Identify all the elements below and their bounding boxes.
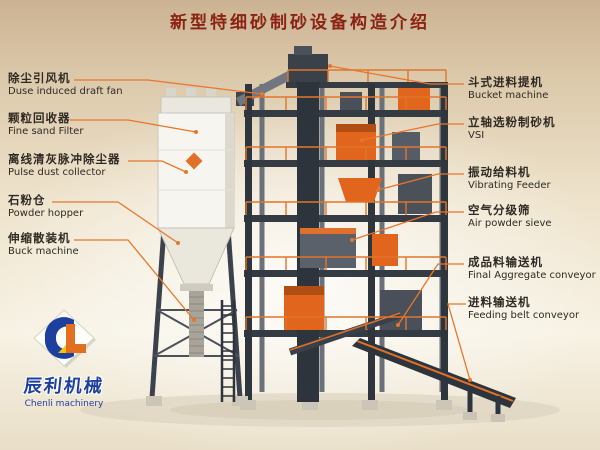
label-air-sieve-en: Air powder sieve — [468, 218, 552, 229]
label-bucket-elevator-en: Bucket machine — [468, 90, 549, 101]
label-final-conveyor-zh: 成品料输送机 — [468, 255, 543, 269]
label-vsi-zh: 立轴选粉制砂机 — [468, 115, 556, 129]
brand-logo: 辰利机械 Chenli machinery — [12, 308, 116, 409]
label-buck-machine: 伸缩散装机 Buck machine — [8, 232, 168, 258]
label-draft-fan-en: Duse induced draft fan — [8, 86, 123, 97]
label-vibrating-feeder: 振动给料机 Vibrating Feeder — [468, 166, 596, 192]
brand-logo-icon — [33, 309, 96, 368]
label-powder-hopper: 石粉仓 Powder hopper — [8, 194, 168, 220]
label-buck-machine-zh: 伸缩散装机 — [8, 231, 71, 245]
label-buck-machine-en: Buck machine — [8, 246, 79, 257]
label-pulse-dust-collector: 离线清灰脉冲除尘器 Pulse dust collector — [8, 153, 168, 179]
railings — [245, 69, 447, 330]
leader-lines — [52, 65, 471, 381]
label-bucket-elevator: 斗式进料提机 Bucket machine — [468, 76, 596, 102]
leader-dots — [176, 64, 472, 382]
label-powder-hopper-zh: 石粉仓 — [8, 193, 46, 207]
label-final-conveyor: 成品料输送机 Final Aggregate conveyor — [468, 256, 596, 282]
label-draft-fan: 除尘引风机 Duse induced draft fan — [8, 72, 168, 98]
footings — [146, 396, 452, 410]
page-title: 新型特细砂制砂设备构造介绍 — [170, 13, 430, 33]
label-feeding-conveyor: 进料输送机 Feeding belt conveyor — [468, 296, 596, 322]
label-air-sieve: 空气分级筛 Air powder sieve — [468, 204, 596, 230]
label-feeding-conveyor-zh: 进料输送机 — [468, 295, 531, 309]
label-fine-sand-filter: 颗粒回收器 Fine sand Filter — [8, 112, 168, 138]
feeding-conveyor — [352, 338, 516, 422]
label-vibrating-feeder-zh: 振动给料机 — [468, 165, 531, 179]
label-vsi-en: VSI — [468, 130, 485, 141]
label-pulse-dust-collector-zh: 离线清灰脉冲除尘器 — [8, 152, 121, 166]
label-powder-hopper-en: Powder hopper — [8, 208, 84, 219]
label-bucket-elevator-zh: 斗式进料提机 — [468, 75, 543, 89]
label-pulse-dust-collector-en: Pulse dust collector — [8, 167, 106, 178]
label-vsi: 立轴选粉制砂机 VSI — [468, 116, 596, 142]
label-feeding-conveyor-en: Feeding belt conveyor — [468, 310, 580, 321]
brand-logo-zh: 辰利机械 — [22, 376, 105, 397]
label-fine-sand-filter-zh: 颗粒回收器 — [8, 111, 71, 125]
ladder — [220, 300, 236, 402]
label-fine-sand-filter-en: Fine sand Filter — [8, 126, 84, 137]
brand-logo-en: Chenli machinery — [24, 399, 104, 409]
label-final-conveyor-en: Final Aggregate conveyor — [468, 270, 596, 281]
label-air-sieve-zh: 空气分级筛 — [468, 203, 531, 217]
label-vibrating-feeder-en: Vibrating Feeder — [468, 180, 551, 191]
label-draft-fan-zh: 除尘引风机 — [8, 71, 71, 85]
